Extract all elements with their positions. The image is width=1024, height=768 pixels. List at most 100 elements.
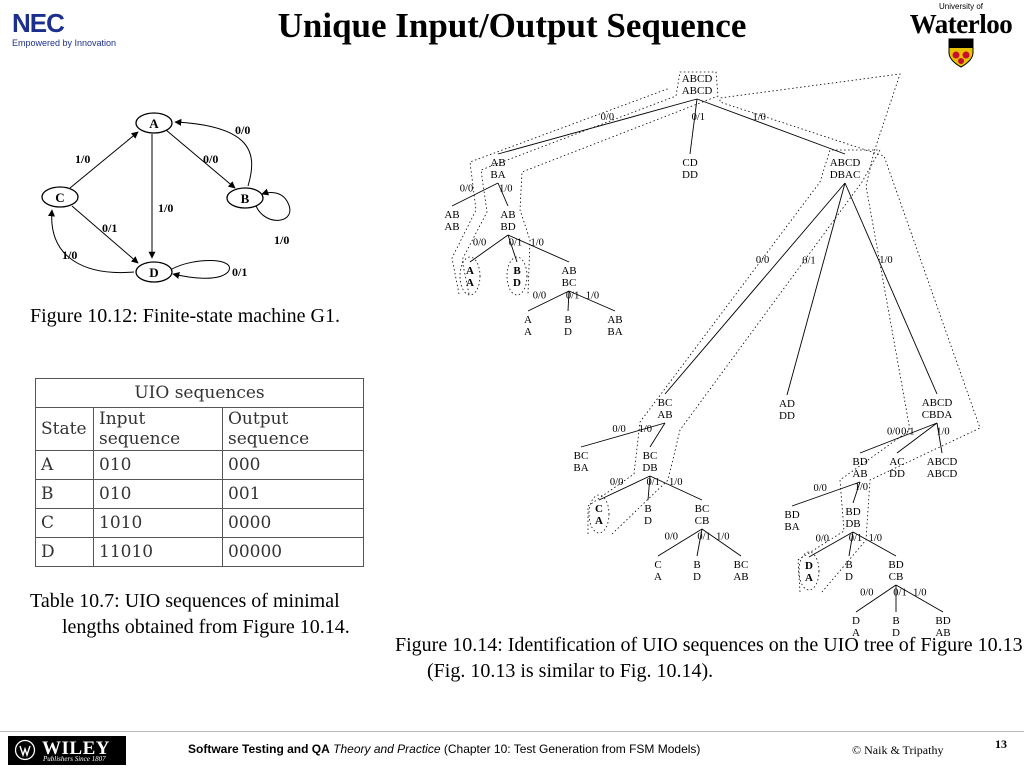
uio-path-d — [719, 73, 981, 593]
table-title-row: UIO sequences — [35, 378, 364, 408]
tree-node-bottom: D — [845, 571, 853, 583]
tree-edge — [580, 422, 666, 448]
tree-edge-label: 1/0 — [869, 533, 882, 544]
waterloo-shield-icon — [948, 38, 974, 68]
tree-edge-label: 0/1 — [692, 112, 705, 123]
fsm-edge-d-self — [169, 260, 230, 279]
tree-edge-label: 1/0 — [913, 587, 926, 598]
tree-node-n-aa: AA — [466, 265, 474, 289]
tree-node-n-da2: DA — [852, 615, 860, 639]
tree-node-top: D — [852, 615, 860, 627]
fsm-diagram: A B C D 0/0 0/0 1/0 1/0 0/1 1/0 1/0 0/1 — [41, 112, 291, 283]
table-cell: 0000 — [222, 508, 364, 538]
tree-edge-label: 1/0 — [669, 477, 682, 488]
tree-edge — [527, 290, 570, 312]
tree-node-top: CD — [682, 157, 697, 169]
tree-node-top: D — [805, 560, 813, 572]
tree-node-bottom: CB — [695, 515, 710, 527]
tree-node-top: B — [693, 559, 700, 571]
tree-node-n-bd2: BD — [564, 314, 572, 338]
footer-copyright: © Naik & Tripathy — [852, 743, 944, 757]
fsm-state-label: D — [149, 265, 158, 280]
tree-node-top: BD — [784, 509, 799, 521]
tree-node-bottom: BA — [784, 521, 799, 533]
footer-chapter: (Chapter 10: Test Generation from FSM Mo… — [443, 742, 701, 756]
fsm-edge-c-to-d — [71, 205, 139, 264]
waterloo-logo-small: University of — [938, 2, 983, 11]
tree-node-bottom: DD — [682, 169, 698, 181]
fsm-edge-b-to-a — [174, 118, 253, 187]
tree-edge — [664, 182, 846, 395]
tree-edge-label: 1/0 — [716, 531, 729, 542]
tree-edge — [647, 475, 651, 501]
fsm-edge-label: 0/1 — [232, 265, 247, 279]
tree-edge-label: 1/0 — [530, 237, 543, 248]
tree-node-bottom: A — [524, 326, 532, 338]
tree-edge — [451, 182, 499, 207]
tree-node-top: B — [564, 314, 571, 326]
tree-edge-label: 0/0 — [533, 291, 546, 302]
tree-node-bottom: CB — [889, 571, 904, 583]
tree-node-top: B — [644, 503, 651, 515]
tree-node-bottom: AB — [852, 468, 867, 480]
tree-node-bottom: D — [513, 277, 521, 289]
tree-node-top: A — [466, 265, 474, 277]
footer-book-title: Software Testing and QA — [188, 742, 330, 756]
tree-edge-label: 1/0 — [586, 291, 599, 302]
wiley-logo-tagline: Publishers Since 1807 — [43, 755, 106, 763]
tree-edge — [469, 234, 509, 263]
fsm-edge-label: 0/1 — [102, 221, 117, 235]
tree-edge-label: 1/0 — [936, 426, 949, 437]
table-cell: 000 — [222, 450, 364, 480]
page-number: 13 — [995, 737, 1007, 751]
nec-logo-word: NEC — [12, 8, 65, 38]
uio-highlight-oval — [798, 551, 820, 591]
tree-edge — [855, 584, 897, 613]
fsm-edge-label: 1/0 — [274, 233, 289, 247]
tree-edge-label: 0/1 — [509, 237, 522, 248]
fsm-edge-c-to-a — [69, 131, 139, 189]
fsm-edge-label: 0/0 — [203, 152, 218, 166]
tree-node-bottom: AB — [733, 571, 748, 583]
tree-node-bottom: AB — [935, 627, 950, 639]
footer-book-info: Software Testing and QA Theory and Pract… — [188, 742, 700, 756]
tree-node-bottom: ABCD — [682, 85, 713, 97]
tree-node-top: ABCD — [927, 456, 958, 468]
tree-edge — [657, 528, 703, 557]
tree-edge-label: 1/0 — [879, 255, 892, 266]
tree-node-n-bd5: BD — [845, 559, 853, 583]
fsm-edge-label: 1/0 — [75, 152, 90, 166]
tree-edge-label: 0/0 — [887, 426, 900, 437]
wiley-logo-word: WILEY — [42, 738, 110, 759]
tree-node-top: B — [845, 559, 852, 571]
tree-edge — [791, 481, 861, 507]
tree-node-bottom: A — [595, 515, 603, 527]
tree-edge-label: 0/0 — [860, 587, 873, 598]
uio-path-c — [587, 149, 881, 535]
tree-node-bottom: BA — [573, 462, 588, 474]
uio-sequences-table: UIO sequences State Input sequence Outpu… — [35, 378, 364, 567]
tree-node-n-ca: CA — [595, 503, 603, 527]
fsm-state-label: A — [149, 116, 159, 131]
tree-edge — [786, 182, 846, 396]
tree-node-bottom: D — [892, 627, 900, 639]
tree-edge — [689, 98, 698, 155]
fsm-state-b: B — [226, 187, 264, 209]
nec-tagline: Empowered by Innovation — [12, 38, 117, 48]
tree-edge — [696, 98, 846, 155]
tree-edge-label: 0/0 — [813, 483, 826, 494]
tree-edge — [567, 290, 570, 312]
tree-node-bottom: A — [654, 571, 662, 583]
